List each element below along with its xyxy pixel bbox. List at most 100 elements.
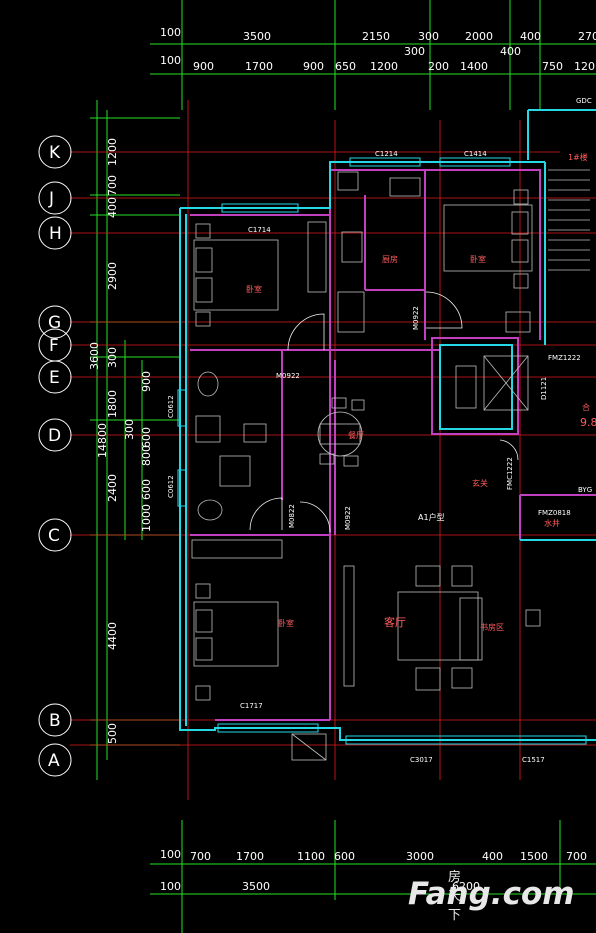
dim-bot2-1: 3500 xyxy=(242,880,270,893)
dim-top1-extra-1: 400 xyxy=(500,45,521,58)
room-bedroom-1: 卧室 xyxy=(246,284,262,294)
dim-left-3: 2900 xyxy=(106,262,119,290)
win-c1517: C1517 xyxy=(522,756,545,764)
axis-e: E xyxy=(38,360,72,394)
dim-top2-6: 200 xyxy=(428,60,449,73)
door-fmz0818: FMZ0818 xyxy=(538,509,571,517)
axis-label-h: H xyxy=(49,224,62,244)
axis-b: B xyxy=(38,703,72,737)
axis-a: A xyxy=(38,743,72,777)
dim-left-total: 14800 xyxy=(96,423,109,458)
dim-top1-2: 2150 xyxy=(362,30,390,43)
dim-top2-2: 1700 xyxy=(245,60,273,73)
dim-left-inner-2: 800 xyxy=(140,445,153,466)
axis-g: G xyxy=(38,305,72,339)
dim-left-0: 1200 xyxy=(106,138,119,166)
room-kitchen: 厨房 xyxy=(382,254,398,264)
room-study: 书房区 xyxy=(480,622,504,632)
dim-top2-7: 1400 xyxy=(460,60,488,73)
dim-bot1-0: 100 xyxy=(160,848,181,861)
door-m0822: M0822 xyxy=(288,504,296,528)
axis-label-g: G xyxy=(48,313,61,333)
dim-left-4: 300 xyxy=(106,347,119,368)
dim-top2-0: 100 xyxy=(160,54,181,67)
furniture xyxy=(191,169,590,761)
room-bedroom-3: 卧室 xyxy=(278,618,294,628)
door-m0922-a: M0922 xyxy=(412,306,420,330)
win-c1414: C1414 xyxy=(464,150,487,158)
dim-bot1-1: 700 xyxy=(190,850,211,863)
label-byg: BYG xyxy=(578,486,592,494)
door-fmc1222: FMC1222 xyxy=(506,457,514,490)
axis-k: K xyxy=(38,135,72,169)
room-dining: 餐厅 xyxy=(348,431,364,440)
room-living: 客厅 xyxy=(384,615,406,629)
dim-top1-3: 300 xyxy=(418,30,439,43)
dim-bot2-0: 100 xyxy=(160,880,181,893)
dim-left-5: 1800 xyxy=(106,390,119,418)
axis-f: F xyxy=(38,328,72,362)
win-c1714: C1714 xyxy=(248,226,271,234)
axis-label-j: J xyxy=(48,189,54,209)
door-d1121: D1121 xyxy=(540,377,548,400)
stair-label: 1#楼 xyxy=(568,152,588,162)
left-dimensions: 1200 700 400 2900 300 1800 300 2400 4400… xyxy=(88,138,153,744)
dim-top2-5: 1200 xyxy=(370,60,398,73)
dim-left-8: 4400 xyxy=(106,622,119,650)
win-c1717: C1717 xyxy=(240,702,263,710)
win-c0612-b: C0612 xyxy=(167,475,175,498)
room-partial: 合 xyxy=(582,402,590,412)
win-gdc: GDC xyxy=(576,97,592,105)
axis-h: H xyxy=(38,216,72,250)
bottom-dimensions: 100 700 1700 1100 600 3000 400 1500 700 … xyxy=(160,848,587,893)
dim-top1-1: 3500 xyxy=(243,30,271,43)
dim-top2-1: 900 xyxy=(193,60,214,73)
unit-label: A1户型 xyxy=(418,512,445,522)
dim-top2-3: 900 xyxy=(303,60,324,73)
dim-bot1-2: 1700 xyxy=(236,850,264,863)
room-foyer: 玄关 xyxy=(472,478,488,488)
dim-left-2: 400 xyxy=(106,197,119,218)
dim-top1-5: 400 xyxy=(520,30,541,43)
window-openings xyxy=(177,157,587,745)
dim-top1-0: 100 xyxy=(160,26,181,39)
dim-left-inner-4: 1000 xyxy=(140,504,153,532)
axis-label-k: K xyxy=(49,143,61,163)
axis-bubbles: K J H G F E D C B A xyxy=(38,135,72,777)
axis-label-a: A xyxy=(48,751,60,771)
dim-top1-6: 270 xyxy=(578,30,596,43)
dim-left-inner-0: 900 xyxy=(140,371,153,392)
dim-bot1-7: 1500 xyxy=(520,850,548,863)
door-m0922-b: M0922 xyxy=(276,372,300,380)
axis-label-b: B xyxy=(49,711,61,731)
dim-left-6: 300 xyxy=(123,419,136,440)
axis-d: D xyxy=(38,418,72,452)
dim-left-9: 500 xyxy=(106,723,119,744)
axis-label-e: E xyxy=(49,368,60,388)
win-c0612-a: C0612 xyxy=(167,395,175,418)
opening-codes: C1714 C1214 C1414 C1717 C3017 C1517 C061… xyxy=(167,97,592,764)
door-fmz1222: FMZ1222 xyxy=(548,354,581,362)
axis-label-c: C xyxy=(48,526,60,546)
dim-left-mid: 3600 xyxy=(88,342,101,370)
room-bedroom-2: 卧室 xyxy=(470,254,486,264)
win-c3017: C3017 xyxy=(410,756,433,764)
axis-j: J xyxy=(38,181,72,215)
dim-bot2-2: 6200 xyxy=(452,880,480,893)
dimension-grid-lines xyxy=(90,0,596,933)
room-area: 9.8 xyxy=(580,416,596,429)
dim-left-inner-1: 600 xyxy=(140,427,153,448)
dim-top1-extra-0: 300 xyxy=(404,45,425,58)
dim-top2-8: 750 xyxy=(542,60,563,73)
top-dimensions: 100 3500 2150 300 2000 400 270 300 400 1… xyxy=(160,26,596,73)
dim-left-inner-3: 600 xyxy=(140,479,153,500)
watermark-main: Fang.com xyxy=(408,876,575,912)
door-m0922-c: M0922 xyxy=(344,506,352,530)
dim-bot1-5: 3000 xyxy=(406,850,434,863)
dim-left-7: 2400 xyxy=(106,474,119,502)
dim-bot1-8: 700 xyxy=(566,850,587,863)
dim-bot1-4: 600 xyxy=(334,850,355,863)
interior-walls xyxy=(190,169,596,721)
axis-label-d: D xyxy=(48,426,61,446)
